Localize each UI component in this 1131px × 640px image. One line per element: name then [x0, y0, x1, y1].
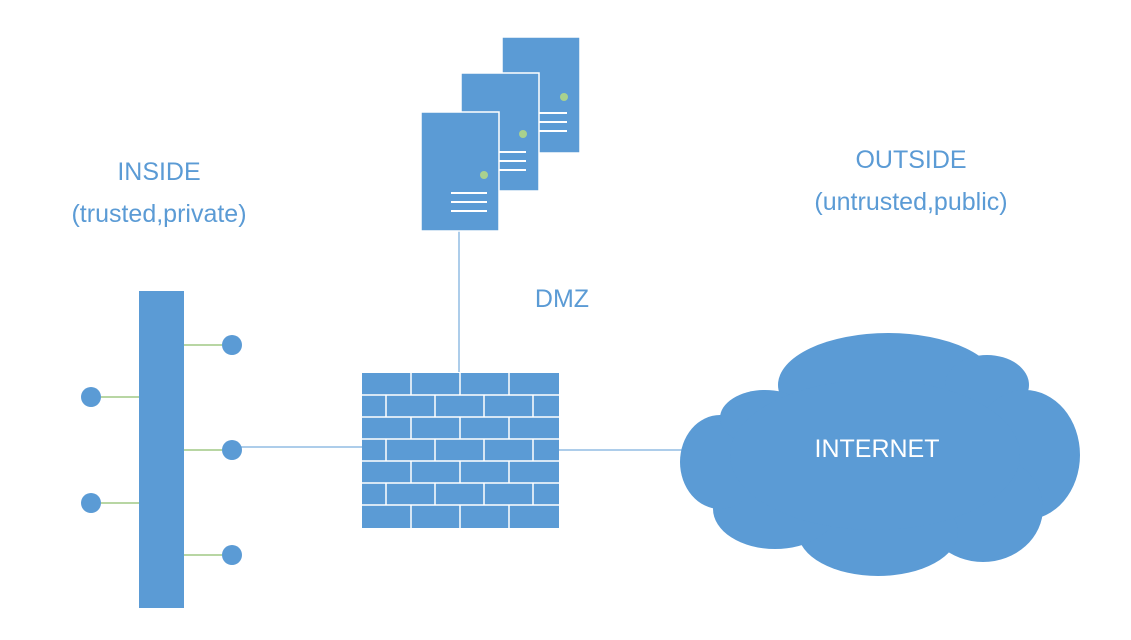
host-node-icon — [81, 493, 101, 513]
server-stack-icon — [420, 36, 581, 232]
outside-subtitle: (untrusted,public) — [814, 188, 1007, 216]
brick-firewall-icon — [362, 373, 559, 528]
network-bus-icon — [81, 291, 242, 608]
host-node-icon — [81, 387, 101, 407]
switch-bar — [139, 291, 184, 608]
host-node-icon — [222, 545, 242, 565]
host-node-icon — [222, 335, 242, 355]
internet-label: INTERNET — [815, 435, 940, 463]
dmz-label: DMZ — [535, 285, 589, 313]
inside-title: INSIDE — [117, 158, 200, 186]
inside-subtitle: (trusted,private) — [71, 200, 246, 228]
server-icon — [420, 111, 500, 232]
host-node-icon — [222, 440, 242, 460]
cloud-icon — [680, 333, 1080, 576]
outside-title: OUTSIDE — [855, 146, 966, 174]
